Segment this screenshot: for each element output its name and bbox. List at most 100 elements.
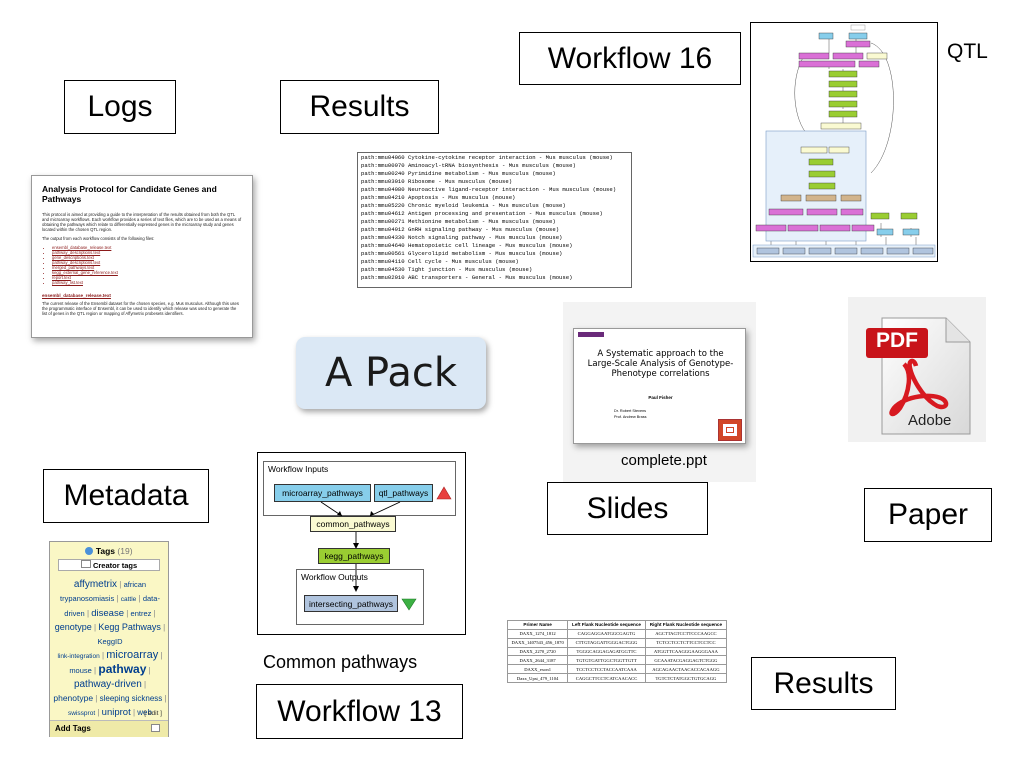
pdf-icon-svg	[866, 317, 971, 435]
table-cell: CAGGCTTCCTCATCAACACC	[567, 673, 646, 683]
a-pack-callout: A Pack	[296, 337, 486, 409]
table-cell: CTTGTAGGATTGGGACTGGG	[567, 637, 646, 648]
results-top-label-text: Results	[309, 90, 410, 123]
tag-link[interactable]: african trypanosomiasis	[60, 580, 147, 603]
logs-file-link[interactable]: ensembl_database_release.text	[52, 245, 242, 250]
pdf-icon[interactable]: PDF Adobe	[864, 312, 974, 437]
tag-link[interactable]: sleeping sickness	[99, 694, 163, 703]
table-cell: AGCAGAACTAACACCACAAGG	[644, 664, 728, 675]
tag-link[interactable]: genotype	[54, 622, 92, 632]
table-cell: AGCTTAGTCCTTCCCAAGCC	[644, 628, 728, 639]
logs-file-link[interactable]: merged_pathways.text	[52, 265, 242, 270]
table-cell: DAXX_1407543_456_1870	[506, 637, 569, 648]
tag-link[interactable]: entrez	[130, 609, 152, 618]
qtl-graph-svg	[752, 24, 936, 258]
creator-tags-icon	[80, 560, 91, 568]
tag-link[interactable]: KeggID	[97, 637, 123, 646]
tag-link[interactable]: uniprot	[101, 707, 131, 718]
tags-edit-link[interactable]: [ edit ]	[144, 710, 162, 717]
results-row: path:mmu04330 Notch signaling pathway - …	[361, 234, 563, 241]
table-cell: DAXX_2644_3187	[506, 655, 569, 666]
workflow13-label: Workflow 13	[256, 684, 463, 739]
results-row: path:mmu04110 Cell cycle - Mus musculus …	[361, 258, 519, 265]
powerpoint-icon	[718, 419, 742, 441]
column-header: Primer Name	[506, 620, 569, 630]
table-cell: CAGGAGGAATGGCGAGTG	[567, 628, 646, 639]
column-header: Left Flank Nucleotide sequence	[567, 620, 646, 630]
metadata-label: Metadata	[43, 469, 209, 523]
tag-link[interactable]: Kegg Pathways	[98, 622, 161, 632]
table-cell: GCAAATACGAGGAGTCTGGG	[644, 655, 728, 666]
tag-link[interactable]: phenotype	[53, 693, 94, 703]
paper-label-text: Paper	[887, 498, 969, 531]
logs-doc-file-list: ensembl_database_release.text pathway_de…	[52, 245, 242, 285]
output-port-triangle	[401, 598, 417, 611]
workflow-inputs-group: Workflow Inputs microarray_pathways qtl_…	[263, 461, 456, 516]
tag-link[interactable]: pathway-driven	[73, 679, 142, 690]
qtl-workflow-graph	[750, 22, 938, 262]
kegg-pathways-node[interactable]: kegg_pathways	[318, 548, 390, 564]
add-tags-bar[interactable]: Add Tags	[50, 720, 168, 737]
workflow13-diagram: Workflow Inputs microarray_pathways qtl_…	[257, 452, 466, 635]
tag-link[interactable]: data-driven	[64, 594, 160, 618]
microarray-pathways-node[interactable]: microarray_pathways	[274, 484, 371, 502]
tags-header-text: Tags	[95, 546, 116, 556]
tag-link[interactable]: link-integration	[57, 653, 100, 660]
tag-link[interactable]: pathway	[98, 662, 147, 676]
logs-label: Logs	[64, 80, 176, 134]
paper-label: Paper	[864, 488, 992, 542]
slide-line: Dr. Robert Stevens	[614, 409, 647, 413]
logs-file-link[interactable]: report.text	[52, 275, 242, 280]
tag-link[interactable]: disease	[91, 608, 124, 619]
results-bottom-label-text: Results	[773, 666, 874, 700]
column-header: Right Flank Nucleotide sequence	[644, 620, 728, 630]
workflow16-label: Workflow 16	[519, 32, 741, 85]
results-row: path:mmu04612 Antigen processing and pre…	[361, 210, 603, 217]
input-port-triangle	[436, 486, 452, 500]
logs-doc-section-body: The current release of the Ensembl datas…	[42, 301, 239, 316]
table-cell: TGTGTGATTGGCTGGTTGTT	[567, 655, 646, 666]
qtl-label: QTL	[947, 40, 988, 63]
logs-file-link[interactable]: pathway_descriptions.text	[52, 250, 242, 255]
logs-doc-section-heading[interactable]: ensembl_database_release.text	[42, 293, 111, 298]
results-row: path:mmu04530 Tight junction - Mus muscu…	[361, 266, 533, 273]
results-row: path:mmu00271 Methionine metabolism - Mu…	[361, 218, 556, 225]
expand-icon[interactable]	[151, 724, 160, 732]
slide-author: Paul Fisher	[648, 395, 673, 400]
table-row: DAXX_2270_2720 TGGGCAGGAGAGATGGTTC ATGGT…	[506, 646, 728, 657]
common-pathways-caption: Common pathways	[263, 652, 418, 672]
results-row: path:mmu00240 Pyrimidine metabolism - Mu…	[361, 170, 556, 177]
logs-doc-title: Analysis Protocol for Candidate Genes an…	[42, 184, 217, 204]
a-pack-text: A Pack	[324, 350, 458, 396]
intersecting-pathways-node[interactable]: intersecting_pathways	[304, 595, 398, 612]
results-row: path:mmu00561 Glycerolipid metabolism - …	[361, 250, 563, 257]
tag-link[interactable]: swissprot	[68, 710, 96, 717]
workflow16-label-text: Workflow 16	[547, 41, 713, 75]
creator-tags-text: Creator tags	[92, 561, 138, 570]
qtl-pathways-node[interactable]: qtl_pathways	[374, 484, 433, 502]
tag-link[interactable]: affymetrix	[73, 579, 118, 590]
slide-banner	[578, 332, 604, 337]
slides-label-text: Slides	[586, 491, 669, 525]
table-row: DAXX_1407543_456_1870 CTTGTAGGATTGGGACTG…	[506, 637, 728, 648]
creator-tags-bar[interactable]: Creator tags	[58, 559, 160, 571]
info-icon	[85, 547, 94, 555]
logs-file-link[interactable]: gene_descriptions.text	[52, 255, 242, 260]
results-top-label: Results	[280, 80, 439, 134]
slides-label: Slides	[547, 482, 708, 535]
logs-file-link[interactable]: kegg_external_gene_reference.text	[52, 270, 242, 275]
logs-file-link[interactable]: pathway_list.text	[52, 280, 242, 285]
tag-link[interactable]: microarray	[106, 649, 159, 661]
complete-ppt-label[interactable]: complete.ppt	[621, 452, 707, 469]
pdf-badge-text: PDF	[876, 329, 918, 352]
adobe-text: Adobe	[908, 412, 952, 429]
common-pathways-node[interactable]: common_pathways	[310, 516, 396, 532]
tag-link[interactable]: cattle	[120, 596, 137, 603]
logs-file-link[interactable]: pathway_descriptions.text	[52, 260, 242, 265]
tag-link[interactable]: mouse	[69, 666, 92, 675]
tags-count: (19)	[117, 546, 133, 556]
results-row: path:mmu04060 Cytokine-cytokine receptor…	[361, 154, 613, 161]
workflow-outputs-group: Workflow Outputs intersecting_pathways	[296, 569, 424, 625]
metadata-label-text: Metadata	[63, 479, 189, 512]
results-bottom-label: Results	[751, 657, 896, 710]
